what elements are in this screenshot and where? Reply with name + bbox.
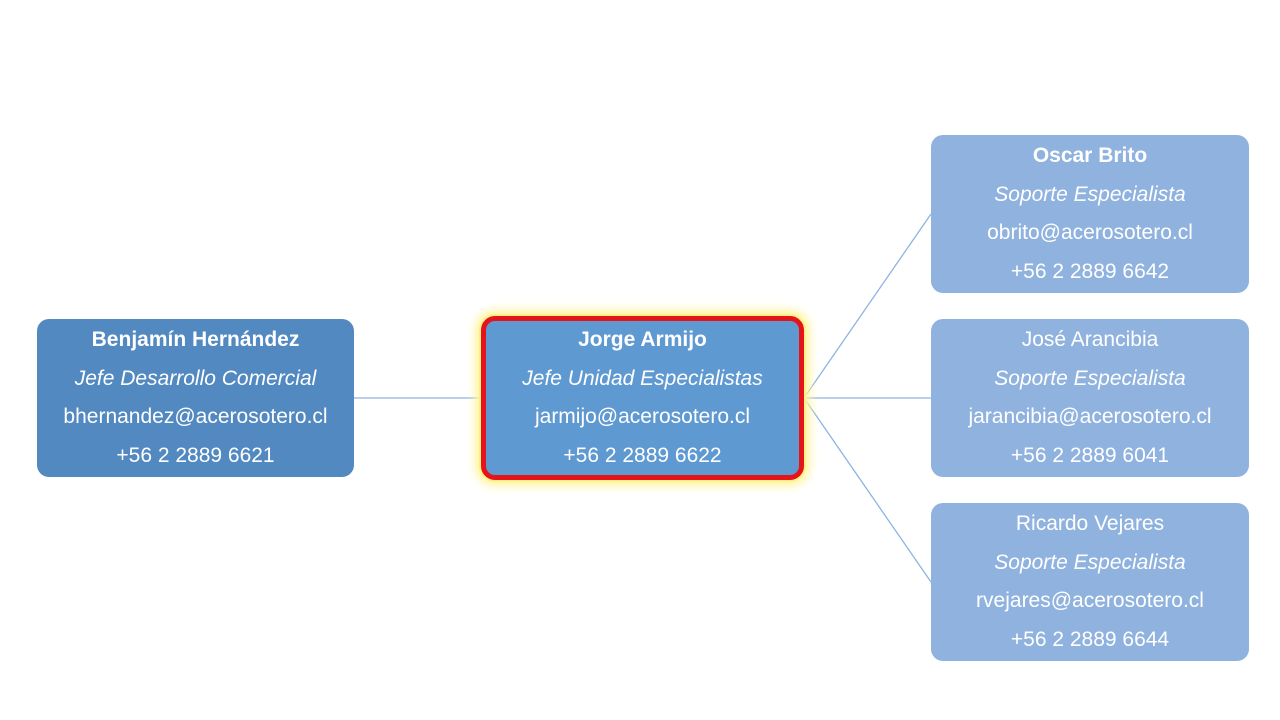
person-email: jarmijo@acerosotero.cl — [534, 405, 751, 428]
org-node-manager[interactable]: Benjamín Hernández Jefe Desarrollo Comer… — [37, 319, 354, 477]
person-name: Oscar Brito — [1032, 144, 1148, 167]
org-node-selected[interactable]: Jorge Armijo Jefe Unidad Especialistas j… — [481, 316, 804, 480]
person-role: Soporte Especialista — [994, 366, 1186, 390]
person-phone: +56 2 2889 6622 — [563, 443, 722, 467]
person-email: obrito@acerosotero.cl — [987, 221, 1193, 244]
person-phone: +56 2 2889 6621 — [116, 443, 275, 467]
person-email: bhernandez@acerosotero.cl — [63, 405, 328, 428]
person-role: Soporte Especialista — [994, 550, 1186, 574]
person-name: Benjamín Hernández — [91, 328, 300, 351]
person-role: Jefe Unidad Especialistas — [522, 366, 763, 390]
person-role: Soporte Especialista — [994, 182, 1186, 206]
person-email: jarancibia@acerosotero.cl — [968, 405, 1212, 428]
person-name: Jorge Armijo — [578, 328, 707, 351]
org-node-report[interactable]: José Arancibia Soporte Especialista jara… — [931, 319, 1249, 477]
org-node-report[interactable]: Ricardo Vejares Soporte Especialista rve… — [931, 503, 1249, 661]
connector-focus-to-report-1 — [803, 213, 932, 399]
person-role: Jefe Desarrollo Comercial — [74, 366, 317, 390]
person-phone: +56 2 2889 6642 — [1010, 259, 1170, 283]
person-name: Ricardo Vejares — [1015, 512, 1165, 535]
person-phone: +56 2 2889 6644 — [1010, 627, 1170, 651]
person-phone: +56 2 2889 6041 — [1010, 443, 1170, 467]
org-node-report[interactable]: Oscar Brito Soporte Especialista obrito@… — [931, 135, 1249, 293]
connector-focus-to-report-3 — [803, 397, 932, 583]
person-name: José Arancibia — [1021, 328, 1159, 351]
person-email: rvejares@acerosotero.cl — [976, 589, 1204, 612]
